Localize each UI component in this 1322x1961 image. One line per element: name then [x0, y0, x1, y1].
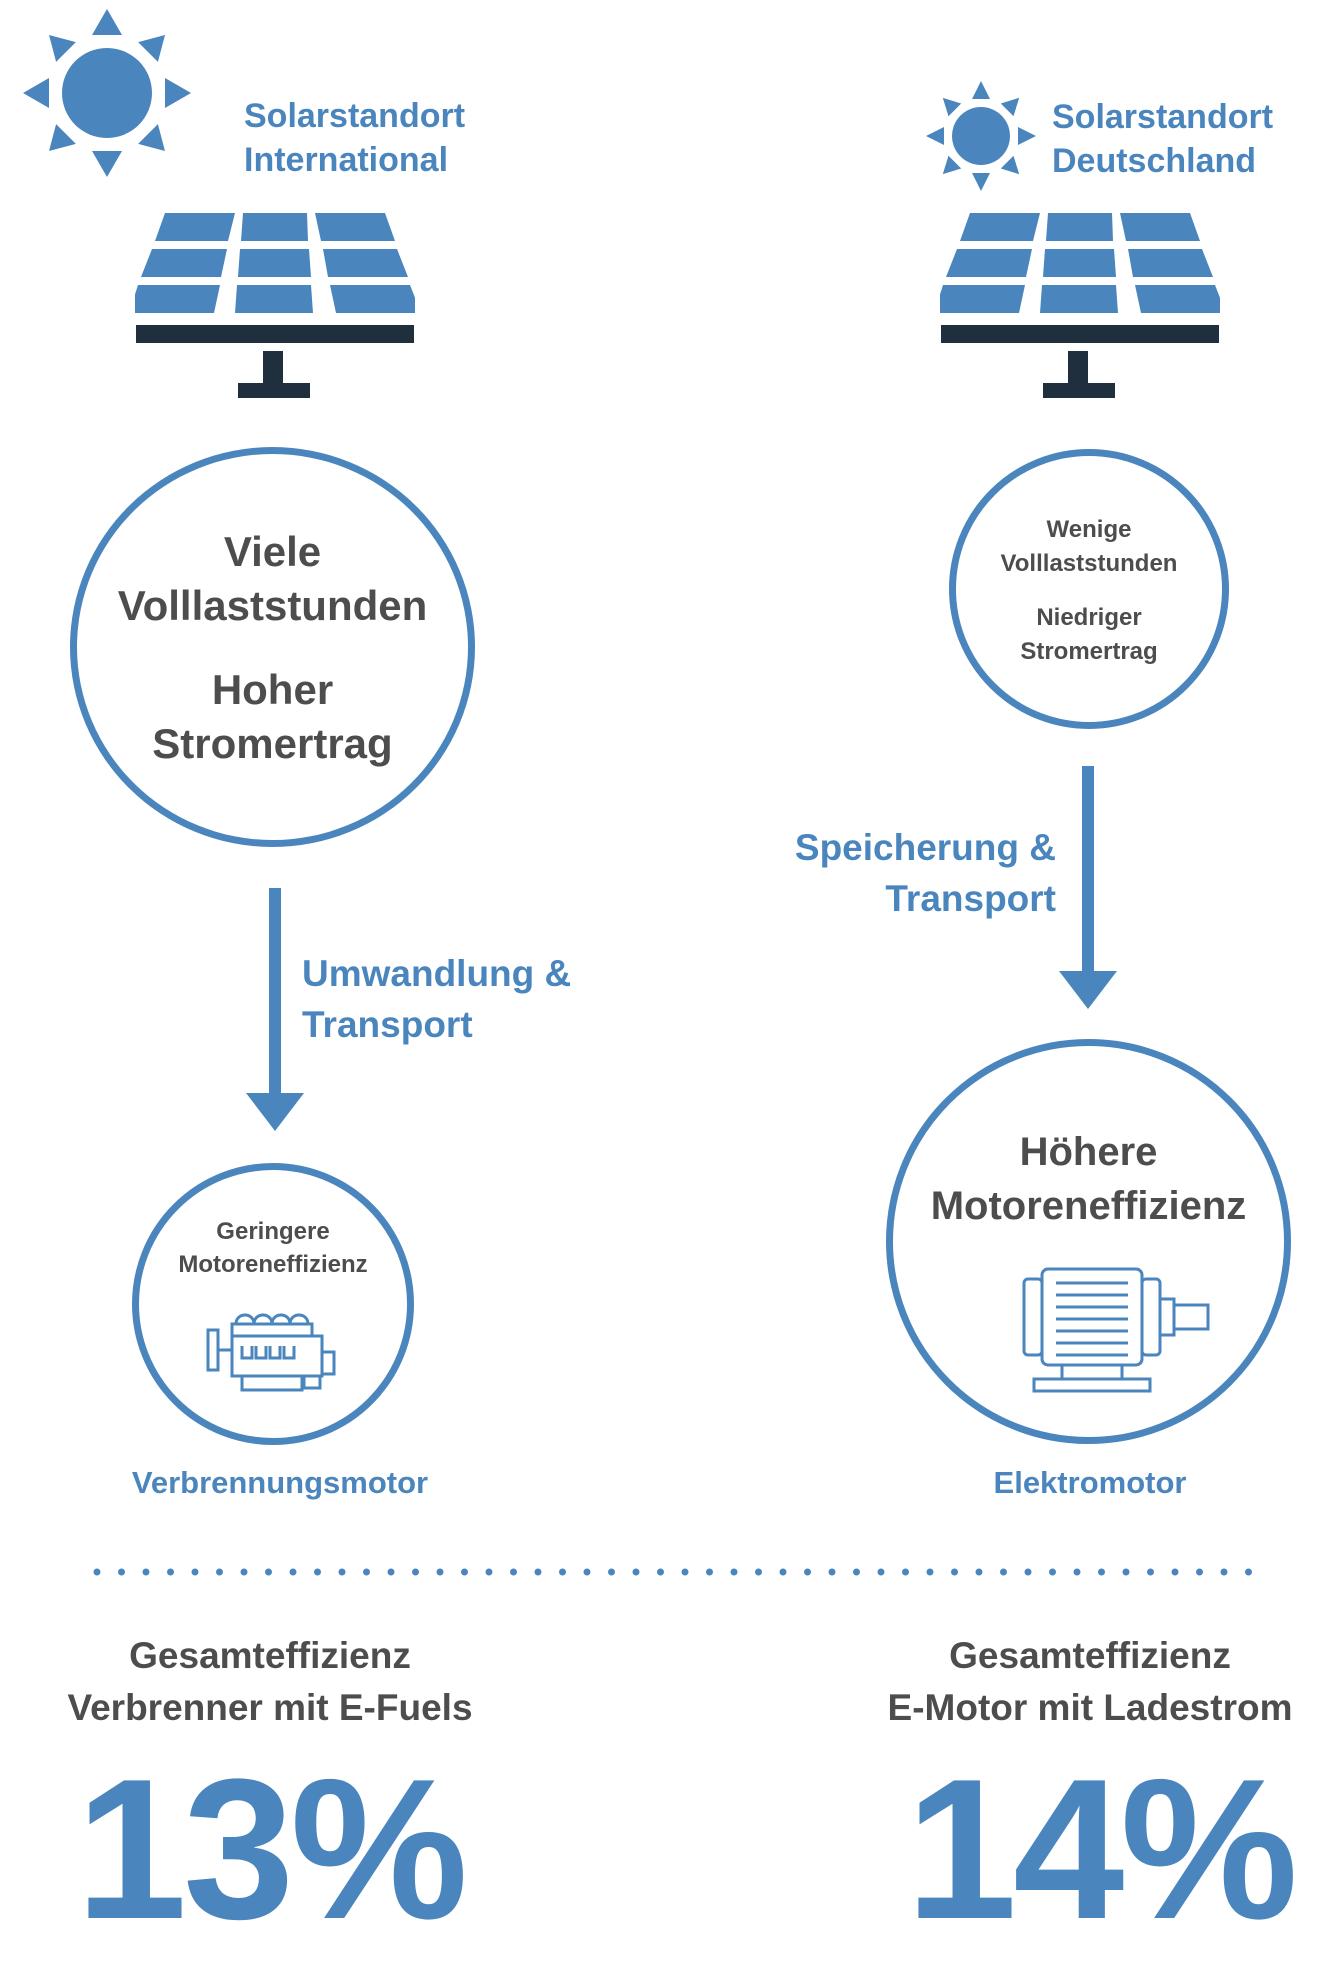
right-arrow-label-line2: Transport — [885, 878, 1056, 919]
sun-icon — [23, 9, 191, 177]
left-motor-name: Verbrennungsmotor — [131, 1465, 429, 1500]
left-total-line2: Verbrenner mit E-Fuels — [67, 1687, 473, 1728]
left-site-title-line2: International — [244, 141, 449, 179]
right-percent: 14% — [905, 1738, 1298, 1961]
down-arrow-icon — [246, 888, 304, 1131]
right-circle-line1: Wenige — [1046, 516, 1132, 543]
right-site-title-line2: Deutschland — [1052, 142, 1257, 180]
right-motor-line2: Motoreneffizienz — [930, 1184, 1247, 1228]
left-site-title-line1: Solarstandort — [244, 97, 466, 135]
right-circle-line3: Niedriger — [1036, 604, 1142, 631]
left-circle-line4: Stromertrag — [152, 720, 393, 767]
right-circle-line2: Volllaststunden — [1000, 550, 1178, 577]
left-yield-circle — [70, 447, 475, 847]
left-total-line1: Gesamteffizienz — [129, 1635, 411, 1676]
left-arrow-label-line2: Transport — [302, 1004, 473, 1045]
left-circle-line1: Viele — [223, 528, 322, 575]
solar-panel-icon — [940, 213, 1220, 398]
sun-icon — [926, 81, 1036, 191]
left-motor-circle — [132, 1163, 414, 1445]
right-motor-line1: Höhere — [1019, 1130, 1158, 1174]
right-yield-circle — [949, 449, 1229, 729]
left-circle-line3: Hoher — [211, 666, 334, 713]
electric-motor-icon — [1022, 1267, 1210, 1393]
right-motor-circle — [886, 1039, 1291, 1444]
left-motor-line1: Geringere — [216, 1218, 330, 1245]
combustion-engine-icon — [206, 1313, 336, 1392]
solar-panel-icon — [135, 213, 415, 398]
right-total-line1: Gesamteffizienz — [949, 1635, 1231, 1676]
left-percent: 13% — [75, 1738, 468, 1961]
right-site-title-line1: Solarstandort — [1052, 98, 1274, 136]
left-motor-line2: Motoreneffizienz — [178, 1251, 368, 1278]
dotted-divider — [93, 1568, 1277, 1576]
right-total-line2: E-Motor mit Ladestrom — [887, 1687, 1293, 1728]
right-arrow-label-line1: Speicherung & — [794, 827, 1056, 868]
left-arrow-label-line1: Umwandlung & — [302, 953, 572, 994]
right-motor-name: Elektromotor — [993, 1465, 1187, 1500]
left-circle-line2: Volllaststunden — [117, 582, 428, 629]
down-arrow-icon — [1059, 766, 1117, 1009]
right-circle-line4: Stromertrag — [1020, 638, 1158, 665]
